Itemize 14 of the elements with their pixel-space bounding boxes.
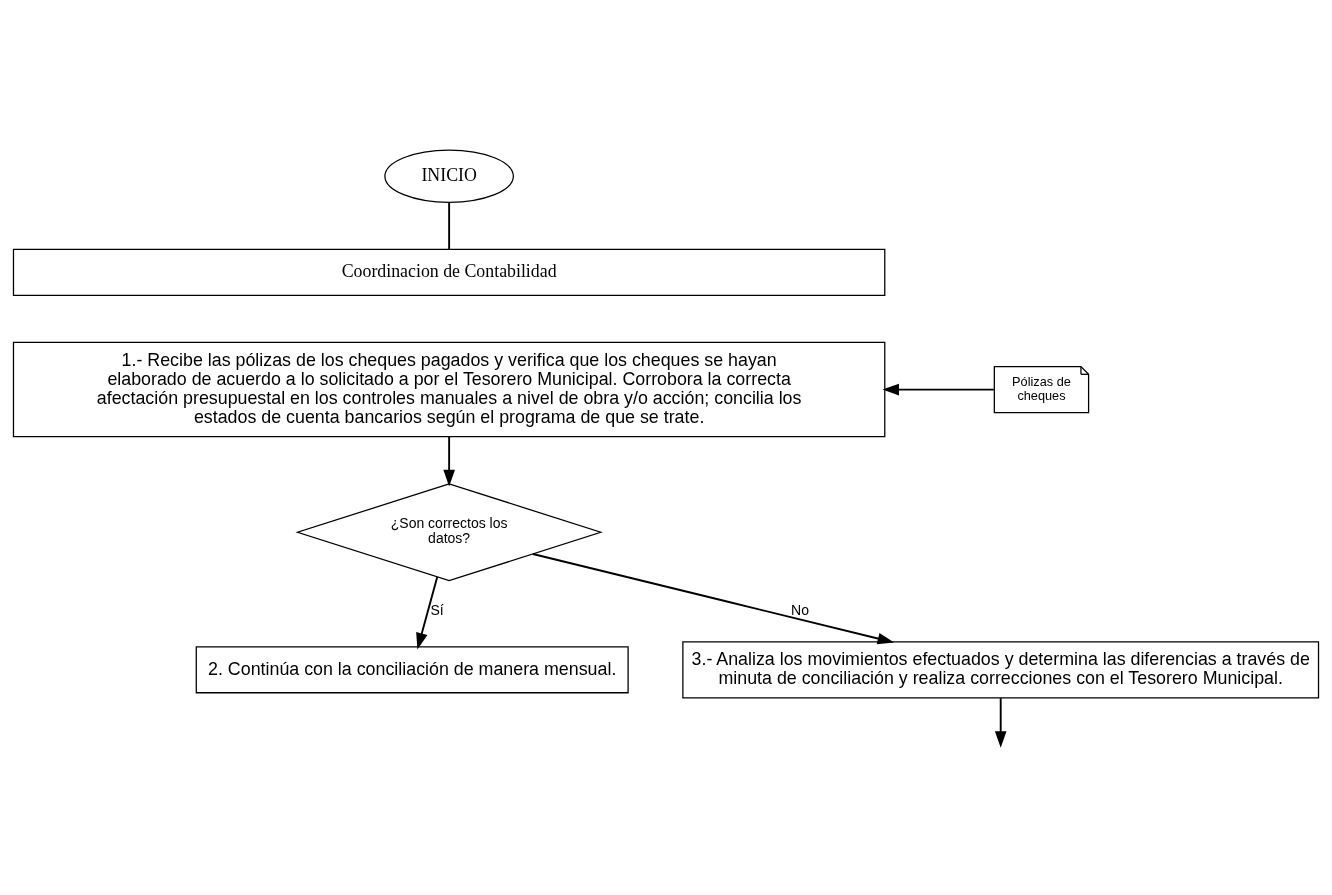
node-diamond: ¿Son correctos los datos? <box>295 482 603 581</box>
node-box: Coordinacion de Contabilidad <box>12 248 886 296</box>
node-box: 1.- Recibe las pólizas de los cheques pagados y verifica que los cheques se hayan elaborado de acuerdo a lo solicitado a por el Tesorero Municipal. Corrobora la correcta afectación presupuestal en los controles manuales a nivel de obra y/o acción; concilia los estados de cuenta bancarios según el programa de que se trate. <box>12 341 886 437</box>
node-box: 3.- Analiza los movimientos efectuados y determina las diferencias a través de minuta de conciliación y realiza correcciones con el Tesorero Municipal. <box>682 640 1320 698</box>
edge-label: No <box>791 601 810 618</box>
arrow <box>994 696 1007 748</box>
arrow <box>882 383 995 395</box>
connector <box>448 201 451 250</box>
edge-label: Sí <box>430 601 444 618</box>
arrow <box>416 575 439 650</box>
arrow <box>531 552 895 644</box>
arrow <box>443 435 455 486</box>
node-box: 2. Continúa con la conciliación de manera mensual. <box>195 645 629 693</box>
node-ellipse: INICIO <box>384 148 514 203</box>
